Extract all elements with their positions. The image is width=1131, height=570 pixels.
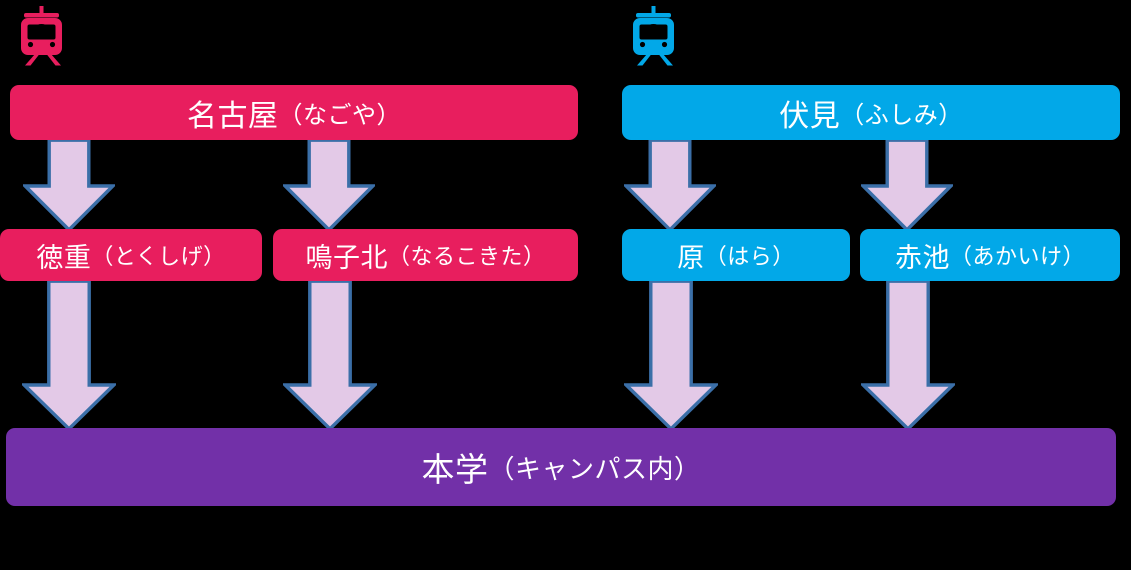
station-name-akaike: 赤池 — [894, 242, 950, 274]
arrow-nagoya-to-narukokita — [281, 138, 377, 233]
arrow-fushimi-to-akaike — [859, 138, 955, 233]
station-kana-hara: （はら） — [704, 245, 795, 270]
station-name-hongaku: 本学 — [421, 450, 489, 489]
arrow-fushimi-to-hara — [622, 138, 718, 233]
station-node-akaike[interactable]: 赤池（あかいけ） — [860, 229, 1120, 281]
arrow-tokushige-to-hongaku — [20, 279, 118, 432]
arrow-narukokita-to-hongaku — [281, 279, 379, 432]
arrow-akaike-to-hongaku — [859, 279, 957, 432]
station-name-narukokita: 鳴子北 — [305, 242, 388, 274]
station-kana-narukokita: （なるこきた） — [387, 245, 546, 270]
tram-icon-blue — [626, 4, 684, 66]
station-node-fushimi[interactable]: 伏見（ふしみ） — [622, 85, 1120, 140]
station-name-nagoya: 名古屋 — [187, 98, 279, 134]
arrow-hara-to-hongaku — [622, 279, 720, 432]
station-kana-nagoya: （なごや） — [278, 101, 401, 129]
station-node-tokushige[interactable]: 徳重（とくしげ） — [0, 229, 262, 281]
station-name-tokushige: 徳重 — [36, 242, 92, 274]
arrow-nagoya-to-tokushige — [21, 138, 117, 233]
tram-icon-pink — [14, 4, 72, 66]
station-kana-akaike: （あかいけ） — [949, 245, 1085, 270]
station-kana-tokushige: （とくしげ） — [91, 245, 226, 270]
station-name-hara: 原 — [677, 242, 705, 274]
station-node-nagoya[interactable]: 名古屋（なごや） — [10, 85, 578, 140]
station-kana-fushimi: （ふしみ） — [840, 101, 963, 129]
station-name-fushimi: 伏見 — [779, 98, 841, 134]
station-kana-hongaku: （キャンパス内） — [488, 454, 701, 485]
station-node-narukokita[interactable]: 鳴子北（なるこきた） — [273, 229, 578, 281]
station-node-hongaku[interactable]: 本学（キャンパス内） — [6, 428, 1116, 506]
station-node-hara[interactable]: 原（はら） — [622, 229, 850, 281]
